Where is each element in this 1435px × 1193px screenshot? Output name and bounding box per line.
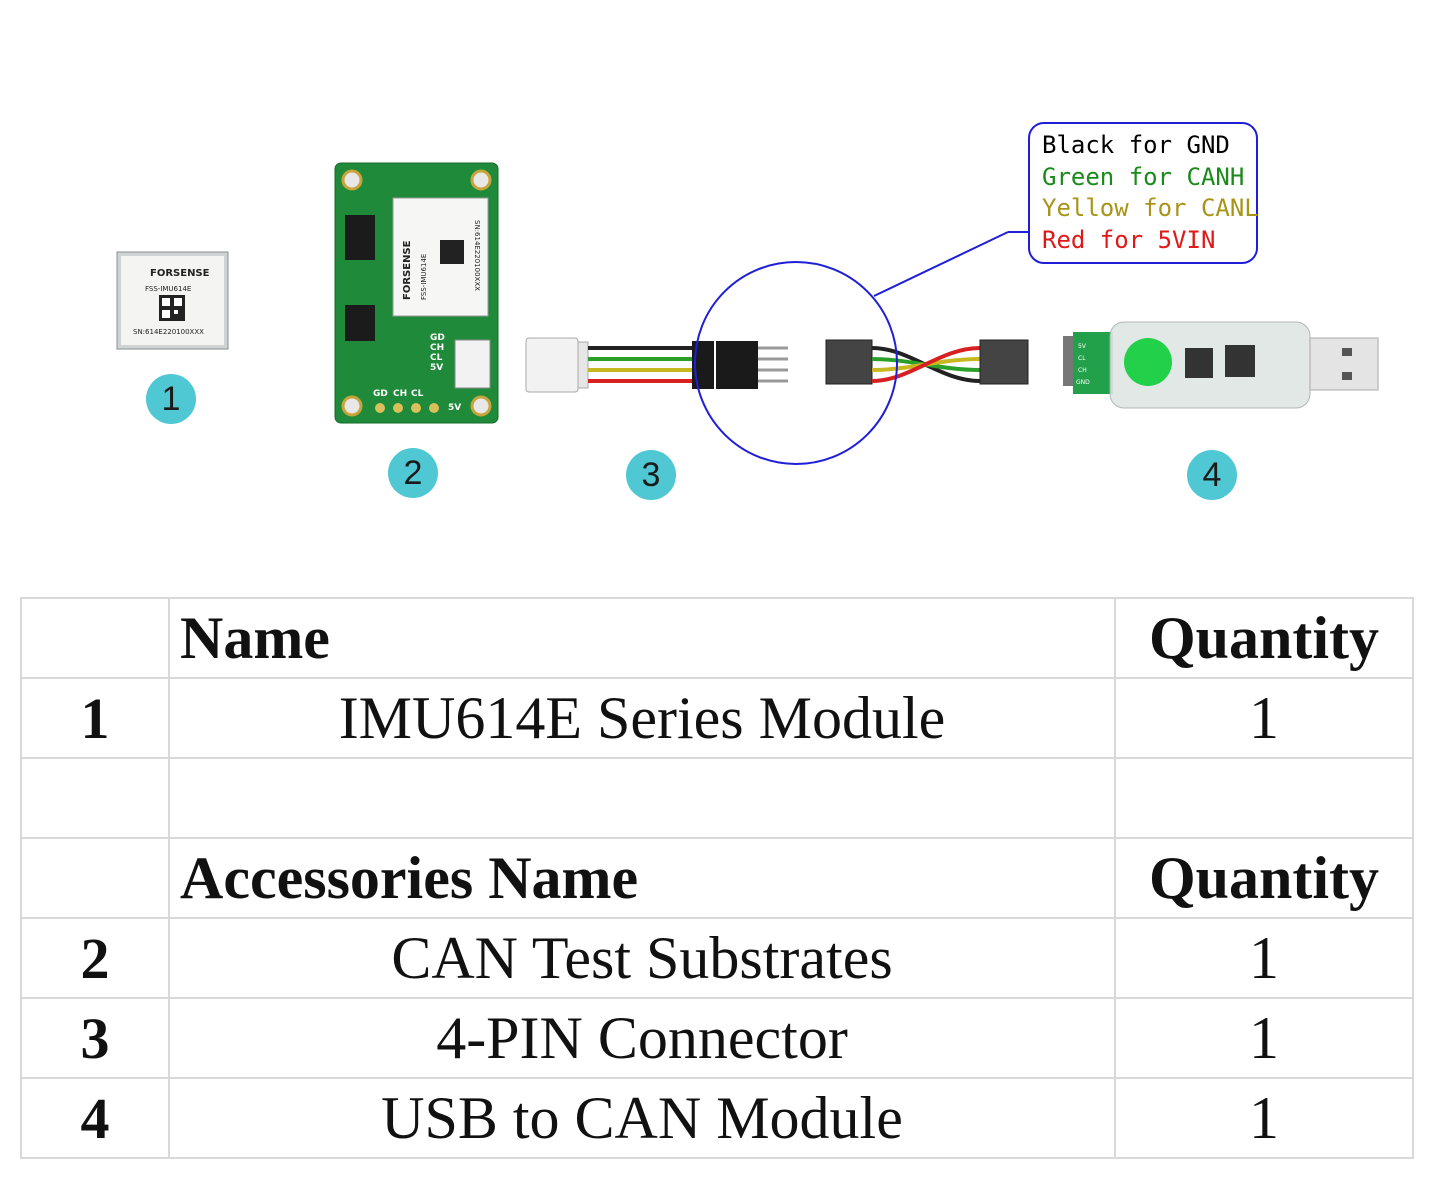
accessories-header-row: Accessories Name Quantity [20,837,1414,919]
legend-black: Black for GND [1042,131,1230,159]
accessories-index-cell [20,837,170,919]
table-row: 4 USB to CAN Module 1 [20,1077,1414,1159]
table-row: 2 CAN Test Substrates 1 [20,917,1414,999]
usb-pin-5v: 5V [1078,343,1087,350]
can-test-board-image: FORSENSE FSS-IMU614E SN:614E220100XXX GD… [334,162,499,424]
row-quantity: 1 [1114,677,1414,759]
board-serial: SN:614E220100XXX [473,220,481,291]
usb-pin-cl: CL [1078,355,1086,362]
badge-2: 2 [388,448,438,498]
row-name: USB to CAN Module [168,1077,1116,1159]
board-pad-cl: CL [411,389,424,399]
usb-pin-ch: CH [1078,367,1087,374]
components-illustration: FORSENSE FSS-IMU614E SN:614E220100XXX FO… [116,162,1379,465]
badge-4: 4 [1187,450,1237,500]
module-brand: FORSENSE [150,268,210,279]
row-quantity: 1 [1114,917,1414,999]
row-index: 1 [20,677,170,759]
row-quantity: 1 [1114,997,1414,1079]
callout-circle [694,261,898,465]
legend-yellow: Yellow for CANL [1042,194,1259,222]
header-name: Name [168,597,1116,679]
accessories-header-name: Accessories Name [168,837,1116,919]
callout-line [873,231,1009,297]
table-row: 3 4-PIN Connector 1 [20,997,1414,1079]
accessories-header-quantity: Quantity [1114,837,1414,919]
board-pin-5v: 5V [430,363,443,373]
table-row: 1 IMU614E Series Module 1 [20,677,1414,759]
board-pad-5v: 5V [448,403,461,413]
board-pin-gd: GD [430,333,445,343]
legend-green: Green for CANH [1042,162,1245,191]
product-figure: FORSENSE FSS-IMU614E SN:614E220100XXX FO… [0,0,1435,560]
bill-of-materials-table: Name Quantity 1 IMU614E Series Module 1 … [20,597,1414,1159]
badge-1: 1 [146,374,196,424]
row-quantity: 1 [1114,1077,1414,1159]
board-brand: FORSENSE [402,240,413,300]
row-name: IMU614E Series Module [168,677,1116,759]
row-index: 4 [20,1077,170,1159]
usb-to-can-module-image: 5V CL CH GND [1063,321,1379,409]
header-quantity: Quantity [1114,597,1414,679]
table-header-row: Name Quantity [20,597,1414,679]
module-model: FSS-IMU614E [145,285,191,293]
wire-color-legend: Black for GND Green for CANH Yellow for … [1028,122,1259,264]
board-pin-cl: CL [430,353,443,363]
module-serial: SN:614E220100XXX [133,328,204,336]
board-model: FSS-IMU614E [420,254,428,300]
four-pin-connector-image [525,231,1030,465]
row-name: CAN Test Substrates [168,917,1116,999]
badge-3: 3 [626,450,676,500]
board-pin-ch: CH [430,343,444,353]
header-index-cell [20,597,170,679]
usb-pin-gnd: GND [1076,379,1090,386]
board-pad-ch: CH [393,389,407,399]
table-spacer-row [20,757,1414,839]
row-index: 3 [20,997,170,1079]
legend-red: Red for 5VIN [1042,225,1216,254]
row-index: 2 [20,917,170,999]
board-pad-gd: GD [373,389,388,399]
row-name: 4-PIN Connector [168,997,1116,1079]
imu-module-image: FORSENSE FSS-IMU614E SN:614E220100XXX [116,251,229,350]
